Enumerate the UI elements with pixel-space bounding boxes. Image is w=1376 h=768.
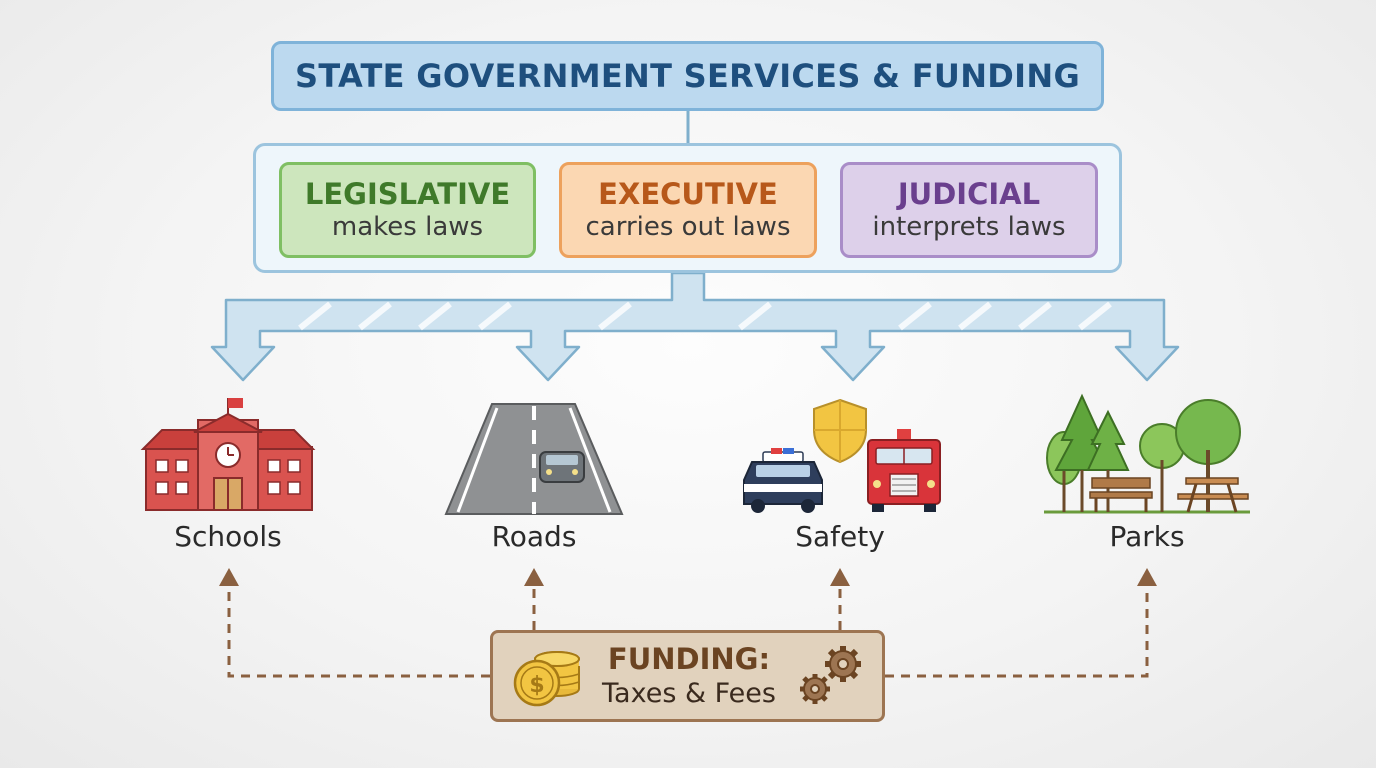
service-label-schools: Schools (174, 520, 282, 553)
funding-line-schools (227, 588, 490, 678)
diagram-title: STATE GOVERNMENT SERVICES & FUNDING (271, 41, 1104, 111)
safety-icon (743, 398, 941, 513)
branch-role: carries out laws (585, 212, 791, 242)
funding-flow-lines (227, 588, 1149, 678)
funding-arrowhead-roads (524, 568, 544, 586)
park-icon (1044, 393, 1250, 514)
svg-text:$: $ (529, 673, 544, 698)
funding-arrowhead-parks (1137, 568, 1157, 586)
funding-subtitle: Taxes & Fees (602, 678, 776, 709)
service-label-safety: Safety (795, 520, 885, 553)
branch-judicial: JUDICIAL interprets laws (840, 162, 1098, 258)
gears-icon (800, 646, 861, 704)
funding-line-parks (885, 588, 1149, 678)
branch-executive: EXECUTIVE carries out laws (559, 162, 817, 258)
distribution-arrow-shape (210, 271, 1180, 382)
service-label-roads: Roads (491, 520, 577, 553)
branch-role: interprets laws (872, 212, 1066, 242)
service-label-parks: Parks (1109, 520, 1185, 553)
funding-arrowheads (219, 568, 1157, 586)
arrow-stripes (298, 301, 1112, 331)
diagram-title-text: STATE GOVERNMENT SERVICES & FUNDING (294, 57, 1081, 95)
branch-name: LEGISLATIVE (304, 177, 511, 211)
branch-name: EXECUTIVE (598, 177, 778, 211)
branch-role: makes laws (331, 212, 484, 242)
funding-arrowhead-schools (219, 568, 239, 586)
funding-title: FUNDING: (607, 642, 771, 676)
funding-arrowhead-safety (830, 568, 850, 586)
distribution-arrows (210, 271, 1180, 382)
branch-legislative: LEGISLATIVE makes laws (279, 162, 536, 258)
branch-name: JUDICIAL (897, 177, 1041, 211)
coins-icon: $ (513, 651, 580, 707)
road-icon (444, 403, 624, 515)
school-icon (140, 398, 316, 511)
